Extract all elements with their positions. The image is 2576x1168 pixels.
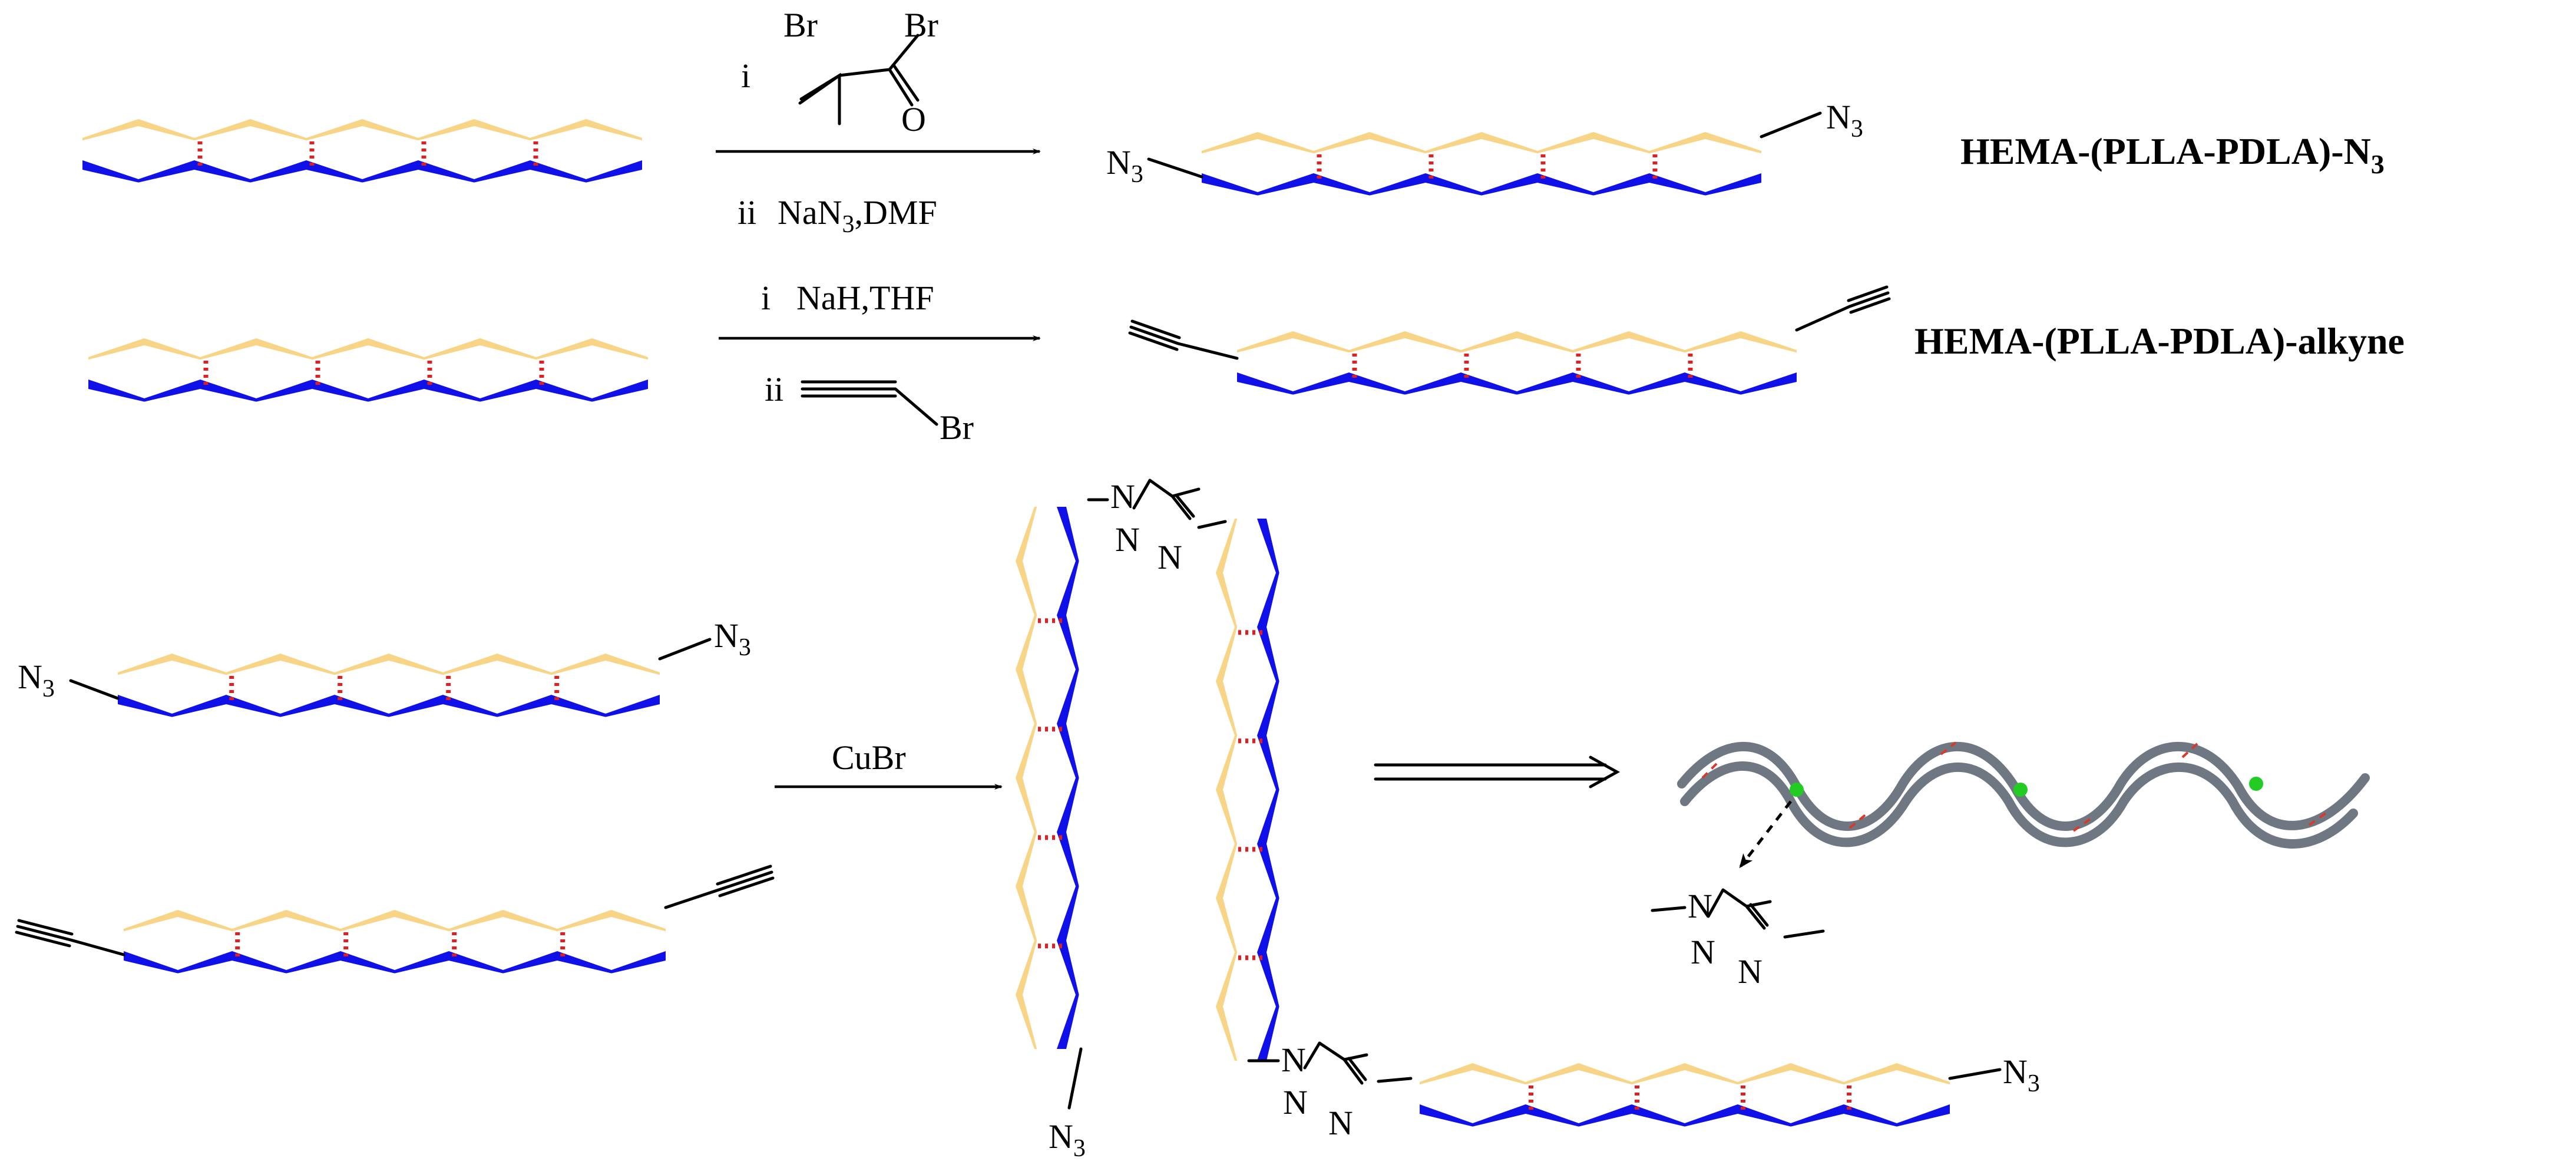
svg-text:N: N: [1115, 520, 1140, 559]
pdla-strand: [124, 951, 666, 974]
triazole-junction-2: [2013, 783, 2028, 797]
svg-text:ii: ii: [765, 370, 783, 408]
pdla-strand: [1202, 173, 1761, 196]
reagent-oxygen: O: [901, 100, 926, 138]
reaction3-azide-duplex: N3 N3: [18, 616, 751, 717]
plla-strand: [1237, 331, 1797, 353]
pdla-strand: [1257, 519, 1279, 1061]
reaction2-starting-duplex: [88, 338, 648, 402]
triazole-junction-1: [1790, 783, 1804, 797]
product-azide-left: N3: [1106, 143, 1143, 188]
pdla-strand: [82, 160, 642, 183]
triazole-top: N N N: [1087, 477, 1227, 576]
reaction1-product-duplex: N3 N3: [1106, 98, 1863, 196]
svg-text:i: i: [761, 279, 771, 317]
reaction1-reagent: Br Br O i: [741, 6, 938, 138]
product-azide-end-right: N3: [2003, 1052, 2040, 1097]
svg-text:N: N: [1283, 1083, 1308, 1121]
reaction1-step-ii: ii NaN3,DMF: [738, 193, 937, 238]
reaction2-reagent: ii Br: [765, 370, 974, 447]
triazole-middle: N N N: [1247, 1041, 1413, 1142]
pdla-strand: [1237, 372, 1797, 395]
reaction1-starting-duplex: [82, 119, 642, 183]
svg-text:N: N: [1688, 887, 1712, 925]
triazole-junction-3: [2249, 777, 2263, 791]
svg-text:NaH,THF: NaH,THF: [796, 279, 934, 317]
plla-strand: [124, 910, 666, 932]
reaction3-product: N N N N3 N N N N3: [1016, 477, 2040, 1162]
triazole-inset: N N N: [1651, 887, 1825, 991]
svg-text:N: N: [1691, 933, 1715, 971]
svg-text:ii: ii: [738, 193, 756, 232]
catalyst-label: CuBr: [832, 738, 906, 777]
junction-callout-arrow: [1739, 800, 1792, 869]
svg-text:NaN3,DMF: NaN3,DMF: [778, 193, 937, 238]
product-name-alkyne: HEMA-(PLLA-PDLA)-alkyne: [1914, 320, 2405, 362]
svg-text:N: N: [1158, 538, 1182, 576]
equivalence-arrow: [1374, 755, 1621, 788]
svg-text:N: N: [1738, 952, 1762, 991]
reagent-bromine-1: Br: [783, 6, 818, 44]
product-azide-right: N3: [1826, 98, 1863, 143]
reagent-bromine-2: Br: [904, 6, 938, 44]
plla-strand: [1016, 507, 1037, 1049]
pdla-strand: [88, 380, 648, 402]
plla-strand: [88, 338, 648, 360]
azide-left: N3: [18, 658, 55, 702]
schematic-polymer-chain: [1677, 741, 2370, 849]
pdla-strand: [118, 695, 660, 717]
svg-text:N: N: [1281, 1041, 1306, 1079]
reaction1-step-i: i: [741, 57, 750, 95]
pdla-strand: [1057, 507, 1079, 1049]
reaction2-step-i: i NaH,THF: [761, 279, 934, 317]
plla-strand: [1216, 519, 1238, 1061]
product-name-azide: HEMA-(PLLA-PDLA)-N3: [1960, 130, 2385, 179]
azide-right: N3: [714, 616, 751, 661]
svg-text:N: N: [1328, 1104, 1353, 1142]
plla-strand: [118, 654, 660, 675]
plla-strand: [1202, 132, 1761, 154]
pdla-strand: [1420, 1104, 1950, 1127]
plla-strand: [1420, 1063, 1950, 1085]
reagent-bromine: Br: [940, 408, 974, 447]
reaction2-product-duplex: [1128, 285, 1891, 395]
svg-text:N: N: [1110, 477, 1135, 516]
plla-strand: [82, 119, 642, 141]
reaction3-alkyne-duplex: [15, 865, 775, 974]
product-azide-end-left: N3: [1049, 1117, 1086, 1162]
